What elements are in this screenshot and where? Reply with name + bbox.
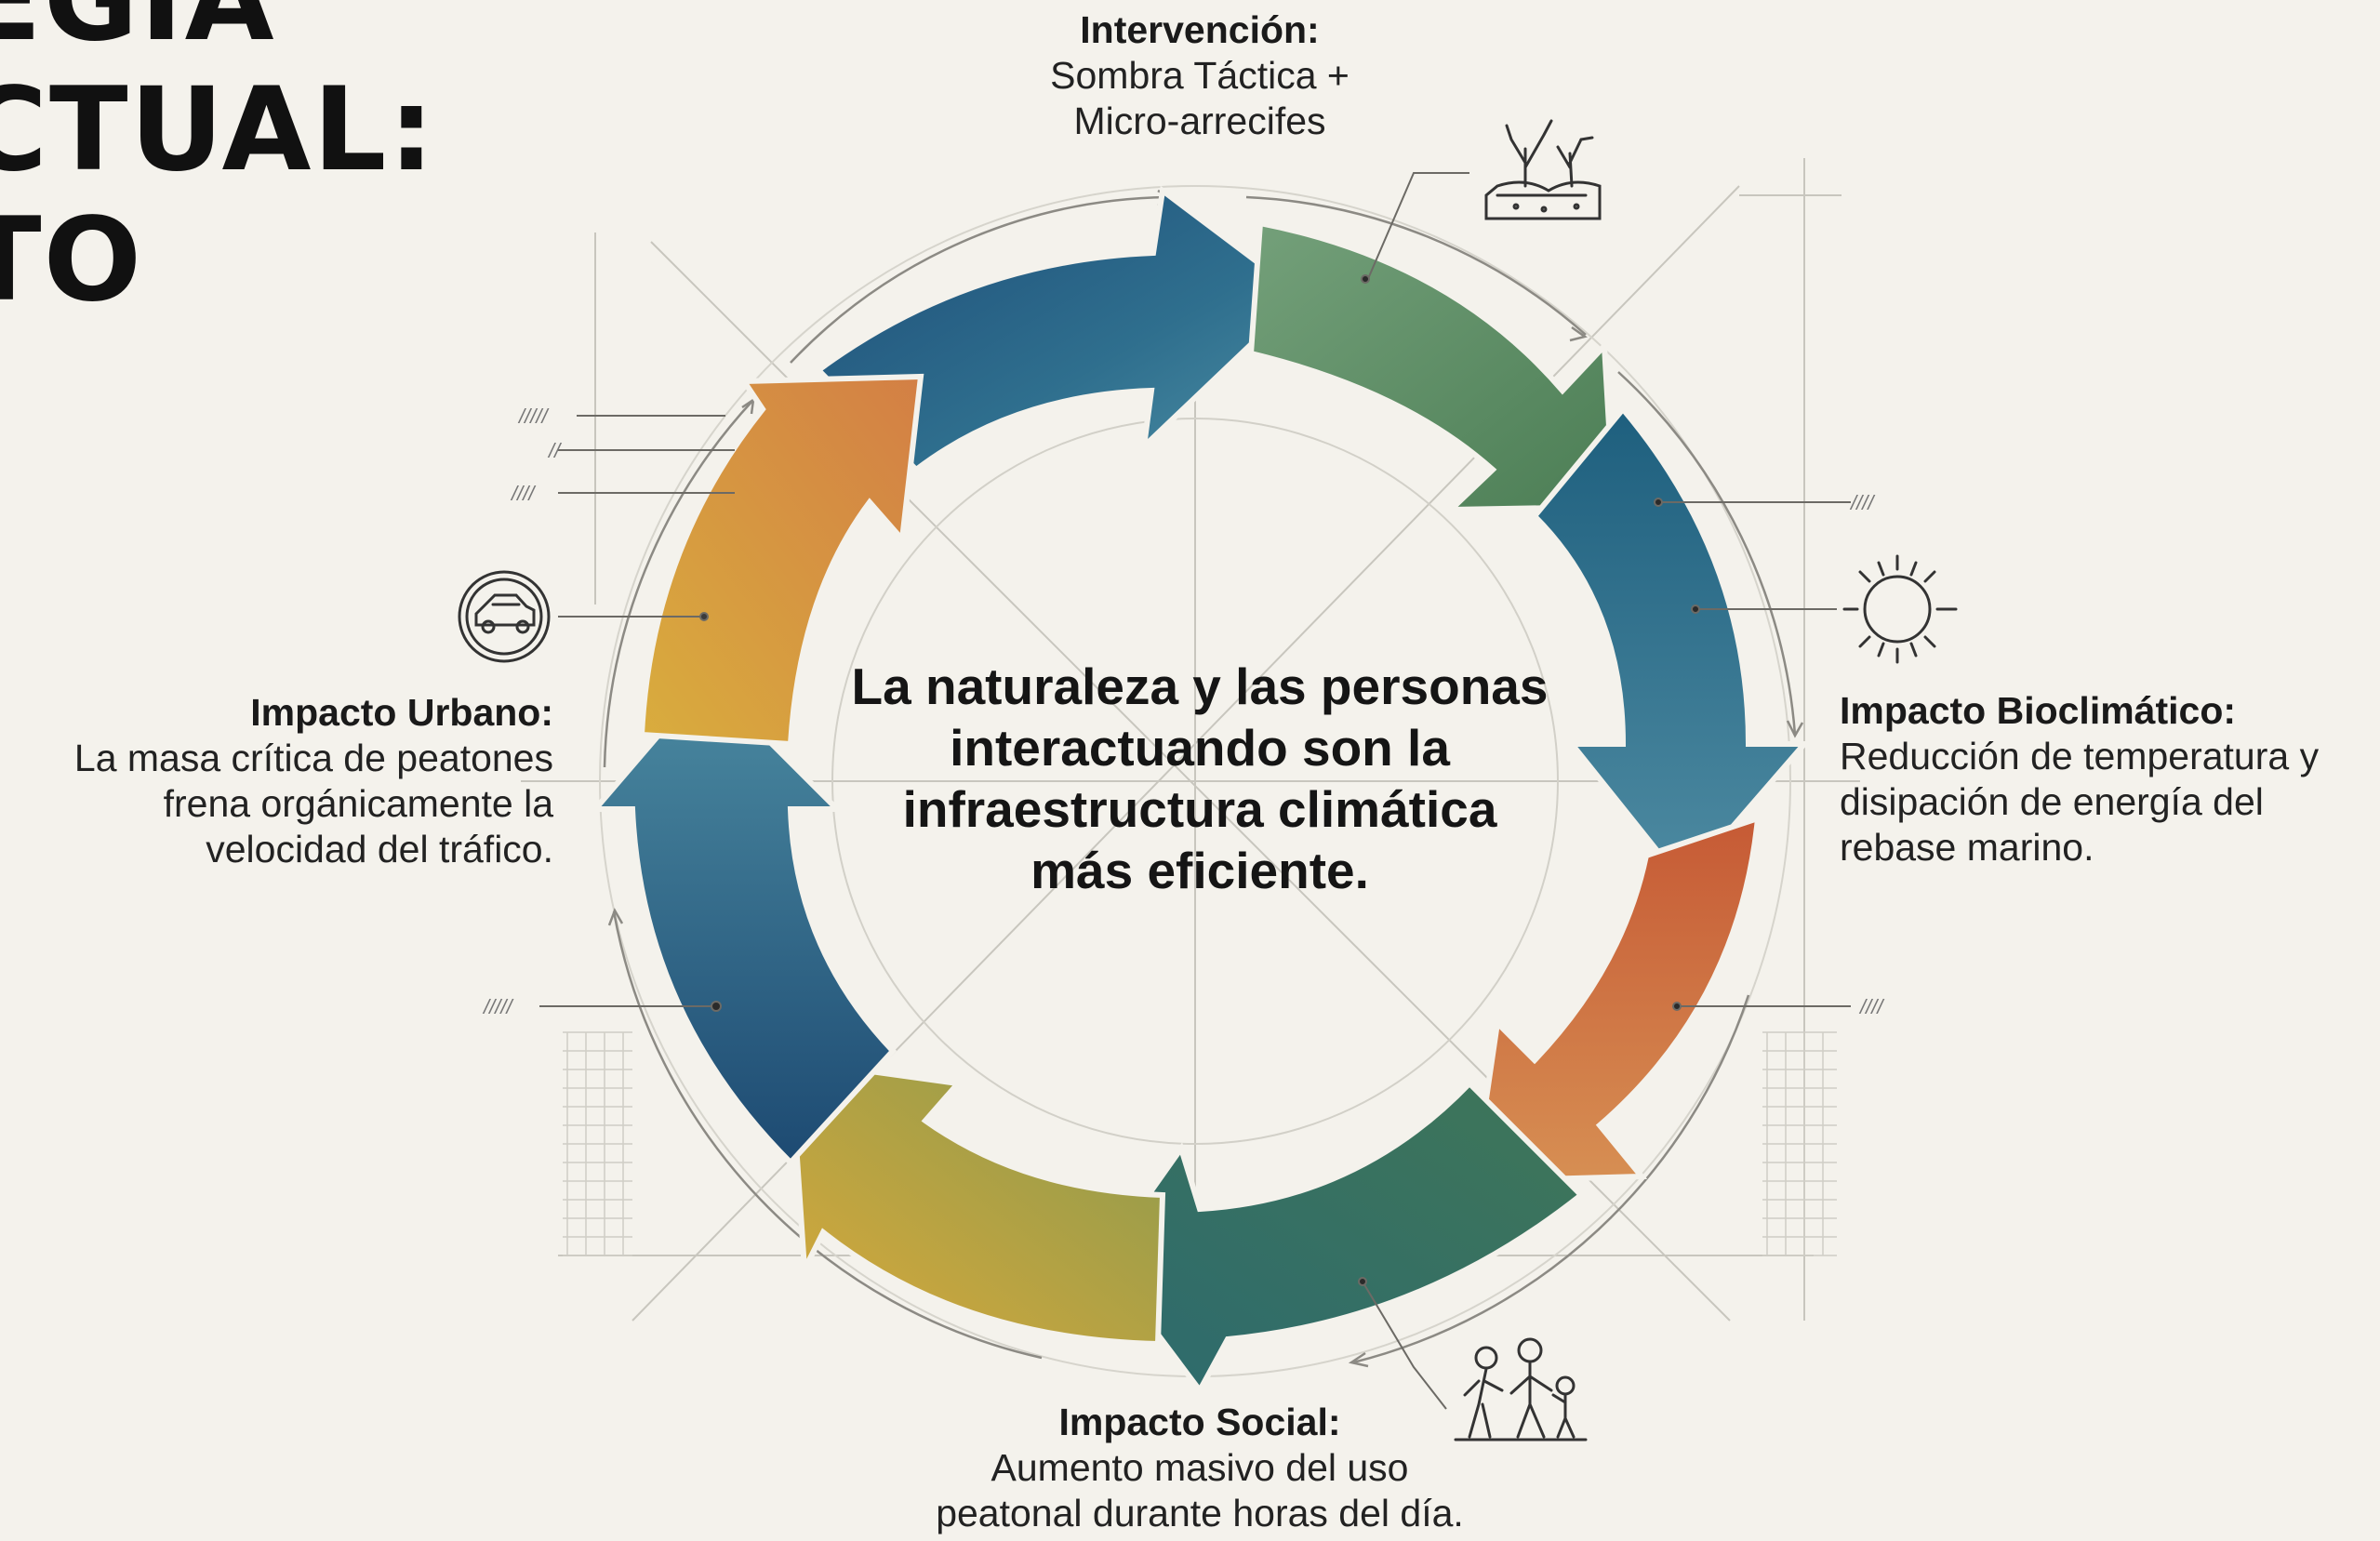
node-intervention: Intervención: Sombra Táctica + Micro-arr… bbox=[967, 7, 1432, 144]
arrow-top-right-green bbox=[1247, 219, 1617, 513]
car-icon bbox=[458, 570, 551, 663]
node-text: peatonal durante horas del día. bbox=[936, 1492, 1464, 1534]
annotation-mark: //// bbox=[1849, 491, 1875, 514]
annotation-mark: //// bbox=[510, 482, 536, 505]
node-text: Aumento masivo del uso bbox=[991, 1446, 1409, 1489]
sun-icon bbox=[1842, 554, 1958, 664]
arrow-bottom-green bbox=[1098, 1079, 1586, 1396]
node-text: disipación de energía del bbox=[1840, 780, 2264, 823]
annotation-mark: ///// bbox=[482, 995, 513, 1018]
grid-left bbox=[563, 1031, 632, 1256]
arrow-bottom-left-ochre bbox=[787, 1056, 1166, 1348]
node-text: Reducción de temperatura y bbox=[1840, 735, 2320, 777]
arrow-left-blue bbox=[589, 674, 897, 1167]
annotation-mark: //// bbox=[1858, 995, 1884, 1018]
cycle-ring bbox=[589, 185, 1811, 1396]
annotation-mark: // bbox=[547, 439, 562, 462]
annotation-marks: ///// // //// //// ///// //// bbox=[482, 405, 1884, 1018]
family-icon bbox=[1454, 1337, 1588, 1441]
node-text: Micro-arrecifes bbox=[1073, 100, 1326, 142]
title-line-2: CTUAL: bbox=[0, 63, 437, 197]
node-social-impact: Impacto Social: Aumento masivo del uso p… bbox=[865, 1400, 1535, 1536]
arrow-right-teal bbox=[1530, 405, 1811, 888]
node-bioclimatic-impact: Impacto Bioclimático: Reducción de tempe… bbox=[1840, 688, 2379, 870]
node-urban-impact: Impacto Urbano: La masa crítica de peato… bbox=[9, 690, 553, 872]
node-text: Sombra Táctica + bbox=[1050, 54, 1350, 97]
node-text: La masa crítica de peatones bbox=[73, 737, 553, 779]
node-heading: Impacto Bioclimático: bbox=[1840, 689, 2237, 732]
node-text: velocidad del tráfico. bbox=[206, 828, 553, 870]
center-message: La naturaleza y las personas interactuan… bbox=[851, 658, 1549, 899]
arrow-lower-right-orange bbox=[1470, 814, 1762, 1185]
annotation-mark: ///// bbox=[517, 405, 549, 428]
coral-reef-icon bbox=[1484, 119, 1602, 220]
node-heading: Impacto Urbano: bbox=[250, 691, 553, 734]
node-heading: Impacto Social: bbox=[1058, 1401, 1341, 1443]
grid-right bbox=[1762, 1031, 1837, 1256]
outer-flow-arcs bbox=[603, 189, 1804, 1368]
node-heading: Intervención: bbox=[1080, 8, 1320, 51]
title-line-3: TO bbox=[0, 193, 143, 327]
node-text: rebase marino. bbox=[1840, 826, 2094, 869]
leader-lines bbox=[539, 172, 1851, 1410]
node-text: frena orgánicamente la bbox=[163, 782, 553, 825]
arrow-top-blue bbox=[814, 185, 1307, 473]
page-title: EGIA CTUAL: TO bbox=[0, 0, 436, 325]
title-line-1: EGIA bbox=[0, 0, 276, 67]
